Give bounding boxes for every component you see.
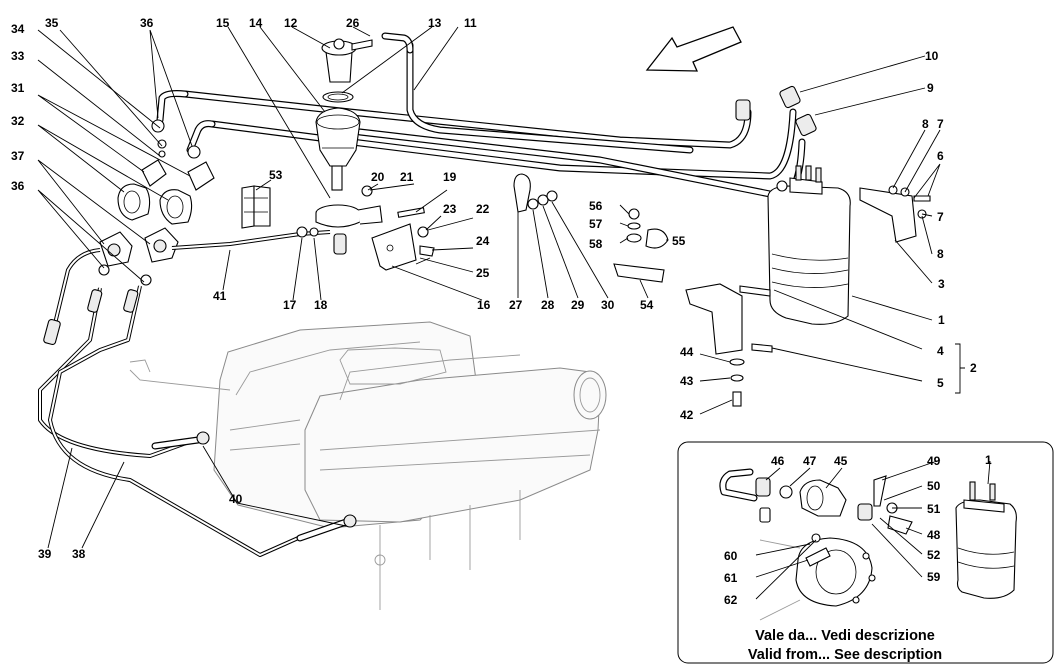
callout-38: 38 bbox=[72, 547, 86, 561]
callout-labels: 1 1 2 3 4 5 6 7 7 8 8 9 10 11 12 13 14 1… bbox=[11, 16, 992, 607]
fuel-vapour-filter bbox=[315, 38, 383, 228]
callout-34: 34 bbox=[11, 22, 25, 36]
callout-33: 33 bbox=[11, 49, 25, 63]
callout-49: 49 bbox=[927, 454, 941, 468]
vapour-hoses bbox=[156, 32, 806, 200]
purge-valves bbox=[99, 183, 193, 267]
callout-25: 25 bbox=[476, 266, 490, 280]
direction-arrow-icon bbox=[645, 26, 742, 72]
callout-31: 31 bbox=[11, 81, 25, 95]
callout-3: 3 bbox=[938, 277, 945, 291]
callout-58: 58 bbox=[589, 237, 603, 251]
callout-5: 5 bbox=[937, 376, 944, 390]
mounting-hardware-center bbox=[296, 173, 669, 283]
callout-26: 26 bbox=[346, 16, 360, 30]
callout-7-b: 7 bbox=[937, 210, 944, 224]
fuel-lines bbox=[38, 230, 357, 557]
callout-8-b: 8 bbox=[937, 247, 944, 261]
callout-57: 57 bbox=[589, 217, 603, 231]
group-bracket-4-5 bbox=[955, 343, 965, 394]
callout-36-a: 36 bbox=[140, 16, 154, 30]
callout-7-a: 7 bbox=[937, 117, 944, 131]
callout-45: 45 bbox=[834, 454, 848, 468]
engine-block-outline bbox=[129, 321, 607, 610]
callout-52: 52 bbox=[927, 548, 941, 562]
callout-13: 13 bbox=[428, 16, 442, 30]
callout-48: 48 bbox=[927, 528, 941, 542]
callout-10: 10 bbox=[925, 49, 939, 63]
callout-30: 30 bbox=[601, 298, 615, 312]
callout-55: 55 bbox=[672, 234, 686, 248]
callout-24: 24 bbox=[476, 234, 490, 248]
callout-54: 54 bbox=[640, 298, 654, 312]
callout-1: 1 bbox=[938, 313, 945, 327]
callout-47: 47 bbox=[803, 454, 817, 468]
leader-lines bbox=[37, 26, 991, 600]
callout-43: 43 bbox=[680, 374, 694, 388]
callout-22: 22 bbox=[476, 202, 490, 216]
callout-59: 59 bbox=[927, 570, 941, 584]
callout-23: 23 bbox=[443, 202, 457, 216]
callout-16: 16 bbox=[477, 298, 491, 312]
callout-62: 62 bbox=[724, 593, 738, 607]
callout-41: 41 bbox=[213, 289, 227, 303]
carbon-canister bbox=[685, 165, 931, 407]
callout-17: 17 bbox=[283, 298, 297, 312]
callout-2: 2 bbox=[970, 361, 977, 375]
inset-panel bbox=[677, 441, 1054, 664]
callout-60: 60 bbox=[724, 549, 738, 563]
callout-44: 44 bbox=[680, 345, 694, 359]
callout-19: 19 bbox=[443, 170, 457, 184]
callout-6: 6 bbox=[937, 149, 944, 163]
callout-21: 21 bbox=[400, 170, 414, 184]
callout-39: 39 bbox=[38, 547, 52, 561]
callout-32: 32 bbox=[11, 114, 25, 128]
callout-61: 61 bbox=[724, 571, 738, 585]
callout-8-a: 8 bbox=[922, 117, 929, 131]
callout-50: 50 bbox=[927, 479, 941, 493]
callout-40: 40 bbox=[229, 492, 243, 506]
callout-51: 51 bbox=[927, 502, 941, 516]
callout-28: 28 bbox=[541, 298, 555, 312]
callout-56: 56 bbox=[589, 199, 603, 213]
inset-caption-english: Valid from... See description bbox=[748, 647, 942, 663]
callout-1-inset: 1 bbox=[985, 453, 992, 467]
callout-9: 9 bbox=[927, 81, 934, 95]
callout-35: 35 bbox=[45, 16, 59, 30]
callout-27: 27 bbox=[509, 298, 523, 312]
hose-clips bbox=[141, 119, 271, 229]
callout-14: 14 bbox=[249, 16, 263, 30]
inset-caption-italian: Vale da... Vedi descrizione bbox=[755, 628, 935, 644]
callout-11: 11 bbox=[464, 16, 477, 30]
elbow-connectors bbox=[735, 85, 817, 137]
callout-20: 20 bbox=[371, 170, 385, 184]
callout-12: 12 bbox=[284, 16, 298, 30]
callout-42: 42 bbox=[680, 408, 694, 422]
callout-15: 15 bbox=[216, 16, 230, 30]
callout-18: 18 bbox=[314, 298, 328, 312]
callout-36-b: 36 bbox=[11, 179, 25, 193]
callout-37: 37 bbox=[11, 149, 25, 163]
callout-29: 29 bbox=[571, 298, 585, 312]
callout-46: 46 bbox=[771, 454, 785, 468]
callout-4: 4 bbox=[937, 344, 944, 358]
callout-53: 53 bbox=[269, 168, 283, 182]
